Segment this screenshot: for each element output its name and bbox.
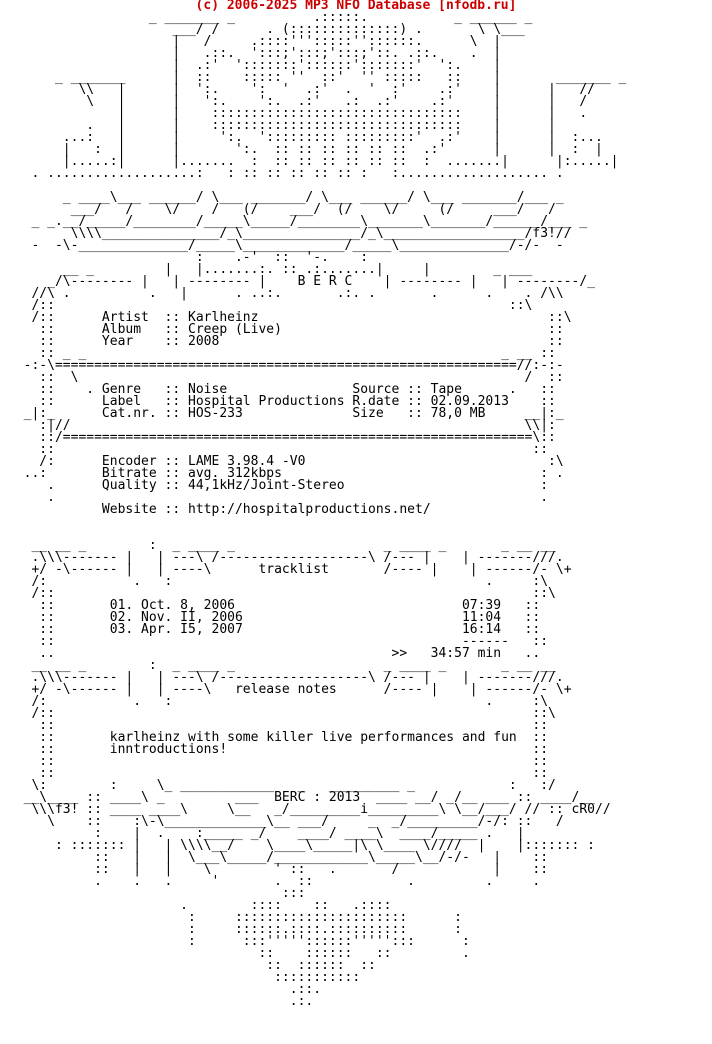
nfo-line: .\\\------- | | ---\ /------------------… [8,550,564,565]
nfo-line: /:: ::\ [8,298,533,313]
nfo-line: :: :: [8,442,549,457]
nfo-line: .::. [8,982,322,997]
nfo-line: :: karlheinz with some killer live perfo… [8,730,549,745]
nfo-line: \\ | | ':. ': ' .:' . ' :' .:' | | // [8,82,595,97]
nfo-line: : ::::::: | | \\\\__/ \____\_____|\ \___… [8,838,595,853]
nfo-line: . . . ' . :: . . . [8,874,541,889]
nfo-line: _|:_ Cat.nr. :: HOS-233 Size :: 78,0 MB … [8,406,564,421]
nfo-line: | .:' ':::::::'::::::':::::::' ':. | [8,58,502,73]
nfo-line: __\____ :: ____\ _ ___ BERC : 2013 ____ … [8,790,595,805]
nfo-line: - -\-______________/_____\_____________/… [8,238,564,253]
nfo-line: | / .::::''':::::''::::::. \ | [8,34,502,49]
nfo-line: :|// \\|: [8,418,556,433]
nfo-line: | : | | ':. :: :: :: :: :: :: .:' | | : … [8,142,603,157]
nfo-line: /: Encoder :: LAME 3.98.4 -V0 :\ [8,454,564,469]
nfo-line: :: :: [8,766,549,781]
nfo-line: ::: [8,886,478,901]
nfo-line: : ::::::.::::.:::::::::: : [8,922,462,937]
nfo-line: /:: ::\ [8,706,556,721]
nfo-line: | .::. ':::;':::;':::;'::. .::. . | [8,46,502,61]
nfo-line: :: | | \___\_____/____________\_____\__/… [8,850,549,865]
nfo-line: :: 02. Nov. II, 2006 11:04 :: [8,610,541,625]
nfo-line: ::/=====================================… [8,430,556,445]
nfo-line: | | :::::::::::::::::::::::::::::::: | |… [8,106,588,121]
nfo-line: \ | | ':. ':. .:' .: .:' .:' | | / [8,94,588,109]
nfo-line: :: :: [8,754,549,769]
nfo-line: . ...................: : :: :: :: :: :: … [8,166,564,181]
nfo-line: _ _______ | :: ::::: '' ::' '' ::::: :: … [8,70,627,85]
nfo-line: _ ____\___ ______/ \___ _______/ \___ __… [8,190,564,205]
nfo-line: /:: ::\ [8,586,556,601]
nfo-line: __ _ | |.......:. :: .:.......| | _ ___ [8,262,533,277]
nfo-line: ___/ / \/ / (/ ___/ (/ \/ (/ ___/ / [8,202,556,217]
nfo-line: +/ -\------ | | ----\ tracklist /---- | … [8,562,572,577]
nfo-line: _ _.__/_____/________/_____\_____/______… [8,214,588,229]
nfo-line: :: 03. Apr. I5, 2007 16:14 :: [8,622,541,637]
nfo-line: -:-\====================================… [8,358,564,373]
nfo-line: .. >> 34:57 min .. [8,646,541,661]
nfo-line: : .-' :: '-. : [8,250,369,265]
nfo-line: _ _______ _ .:::::. _ ______ _ [8,10,533,25]
nfo-line: :: \ / :: [8,370,564,385]
site-header-copyright[interactable]: (c) 2006-2025 MP3 NFO Database [nfodb.ru… [195,0,517,13]
nfo-line: Website :: http://hospitalproductions.ne… [8,502,431,517]
nfo-line: ...: | | ':. '::::::::: :::::::::' .:' |… [8,130,603,145]
nfo-line: :: _ _ _ __ :: [8,346,556,361]
nfo-ascii-art-body: _ _______ _ .:::::. _ ______ _ ___/ / . … [8,10,627,1009]
nfo-line: :: 01. Oct. 8, 2006 07:39 :: [8,598,541,613]
nfo-line: \ :: :\-\_____________\__ ___/ _ _/_____… [8,814,564,829]
nfo-line: ::::::::::: [8,970,361,985]
nfo-line: __ __ _ : _ ____ _ _ ____ _ _ __ __ [8,658,556,673]
nfo-line: :: :: [8,718,549,733]
nfo-line: : :::::::::::::::::::::: : [8,910,462,925]
nfo-line: __ __ _ : _ ____ _ _ ____ _ _ __ __ [8,538,556,553]
nfo-line: :: inntroductions! :: [8,742,549,757]
nfo-line: . . [8,490,549,505]
nfo-line: :: Label :: Hospital Productions R.date … [8,394,556,409]
nfo-line: : :::'''''::::::'''''::: : [8,934,470,949]
nfo-line: //\ . . | . ..:. .:. . . . . /\\ [8,286,564,301]
nfo-line: /:: Artist :: Karlheinz ::\ [8,310,572,325]
nfo-line: . Quality :: 44,1kHz/Joint-Stereo : [8,478,549,493]
nfo-line: :: :::::: :: . [8,946,470,961]
nfo-line: :: ------ :: [8,634,549,649]
nfo-line: :: . Genre :: Noise Source :: Tape . :: [8,382,556,397]
nfo-line: . | | :::::::::::::::::::::::::::::::: |… [8,118,556,133]
nfo-line: :: :::::: :: [8,958,376,973]
nfo-line: . :::: :: .:::: [8,898,392,913]
nfo-line: ___/ / . (::::::::::::::) . \ \___ [8,22,525,37]
nfo-line: .\\\------- | | ---\ /------------------… [8,670,564,685]
nfo-line: _/\-------- | | -------- | B E R C | ---… [8,274,595,289]
nfo-line: +/ -\------ | | ----\ release notes /---… [8,682,572,697]
nfo-line: : | . :_____ _/ ____/ ____\ ____/_____ .… [8,826,525,841]
nfo-line: ..: Bitrate :: avg. 312kbps : . [8,466,564,481]
nfo-line: :: Album :: Creep (Live) :: [8,322,564,337]
nfo-line: :: Year :: 2008 :: [8,334,564,349]
nfo-line: |.....:| |....... : :: :: :: :: :: :: : … [8,154,619,169]
nfo-line: /: . : . :\ [8,574,549,589]
nfo-line: /: . : . :\ [8,694,549,709]
nfo-line: \: : \_ ____________ _ _________ _ : :/ [8,778,556,793]
nfo-line: \\\\_______________/_\_______________/_\… [8,226,572,241]
nfo-line: \\\f3! :: ____ ____\ \__ _/_________i___… [8,802,611,817]
nfo-line: :: | | \ ' :: . / | :: [8,862,549,877]
nfo-line: .:. [8,994,314,1009]
